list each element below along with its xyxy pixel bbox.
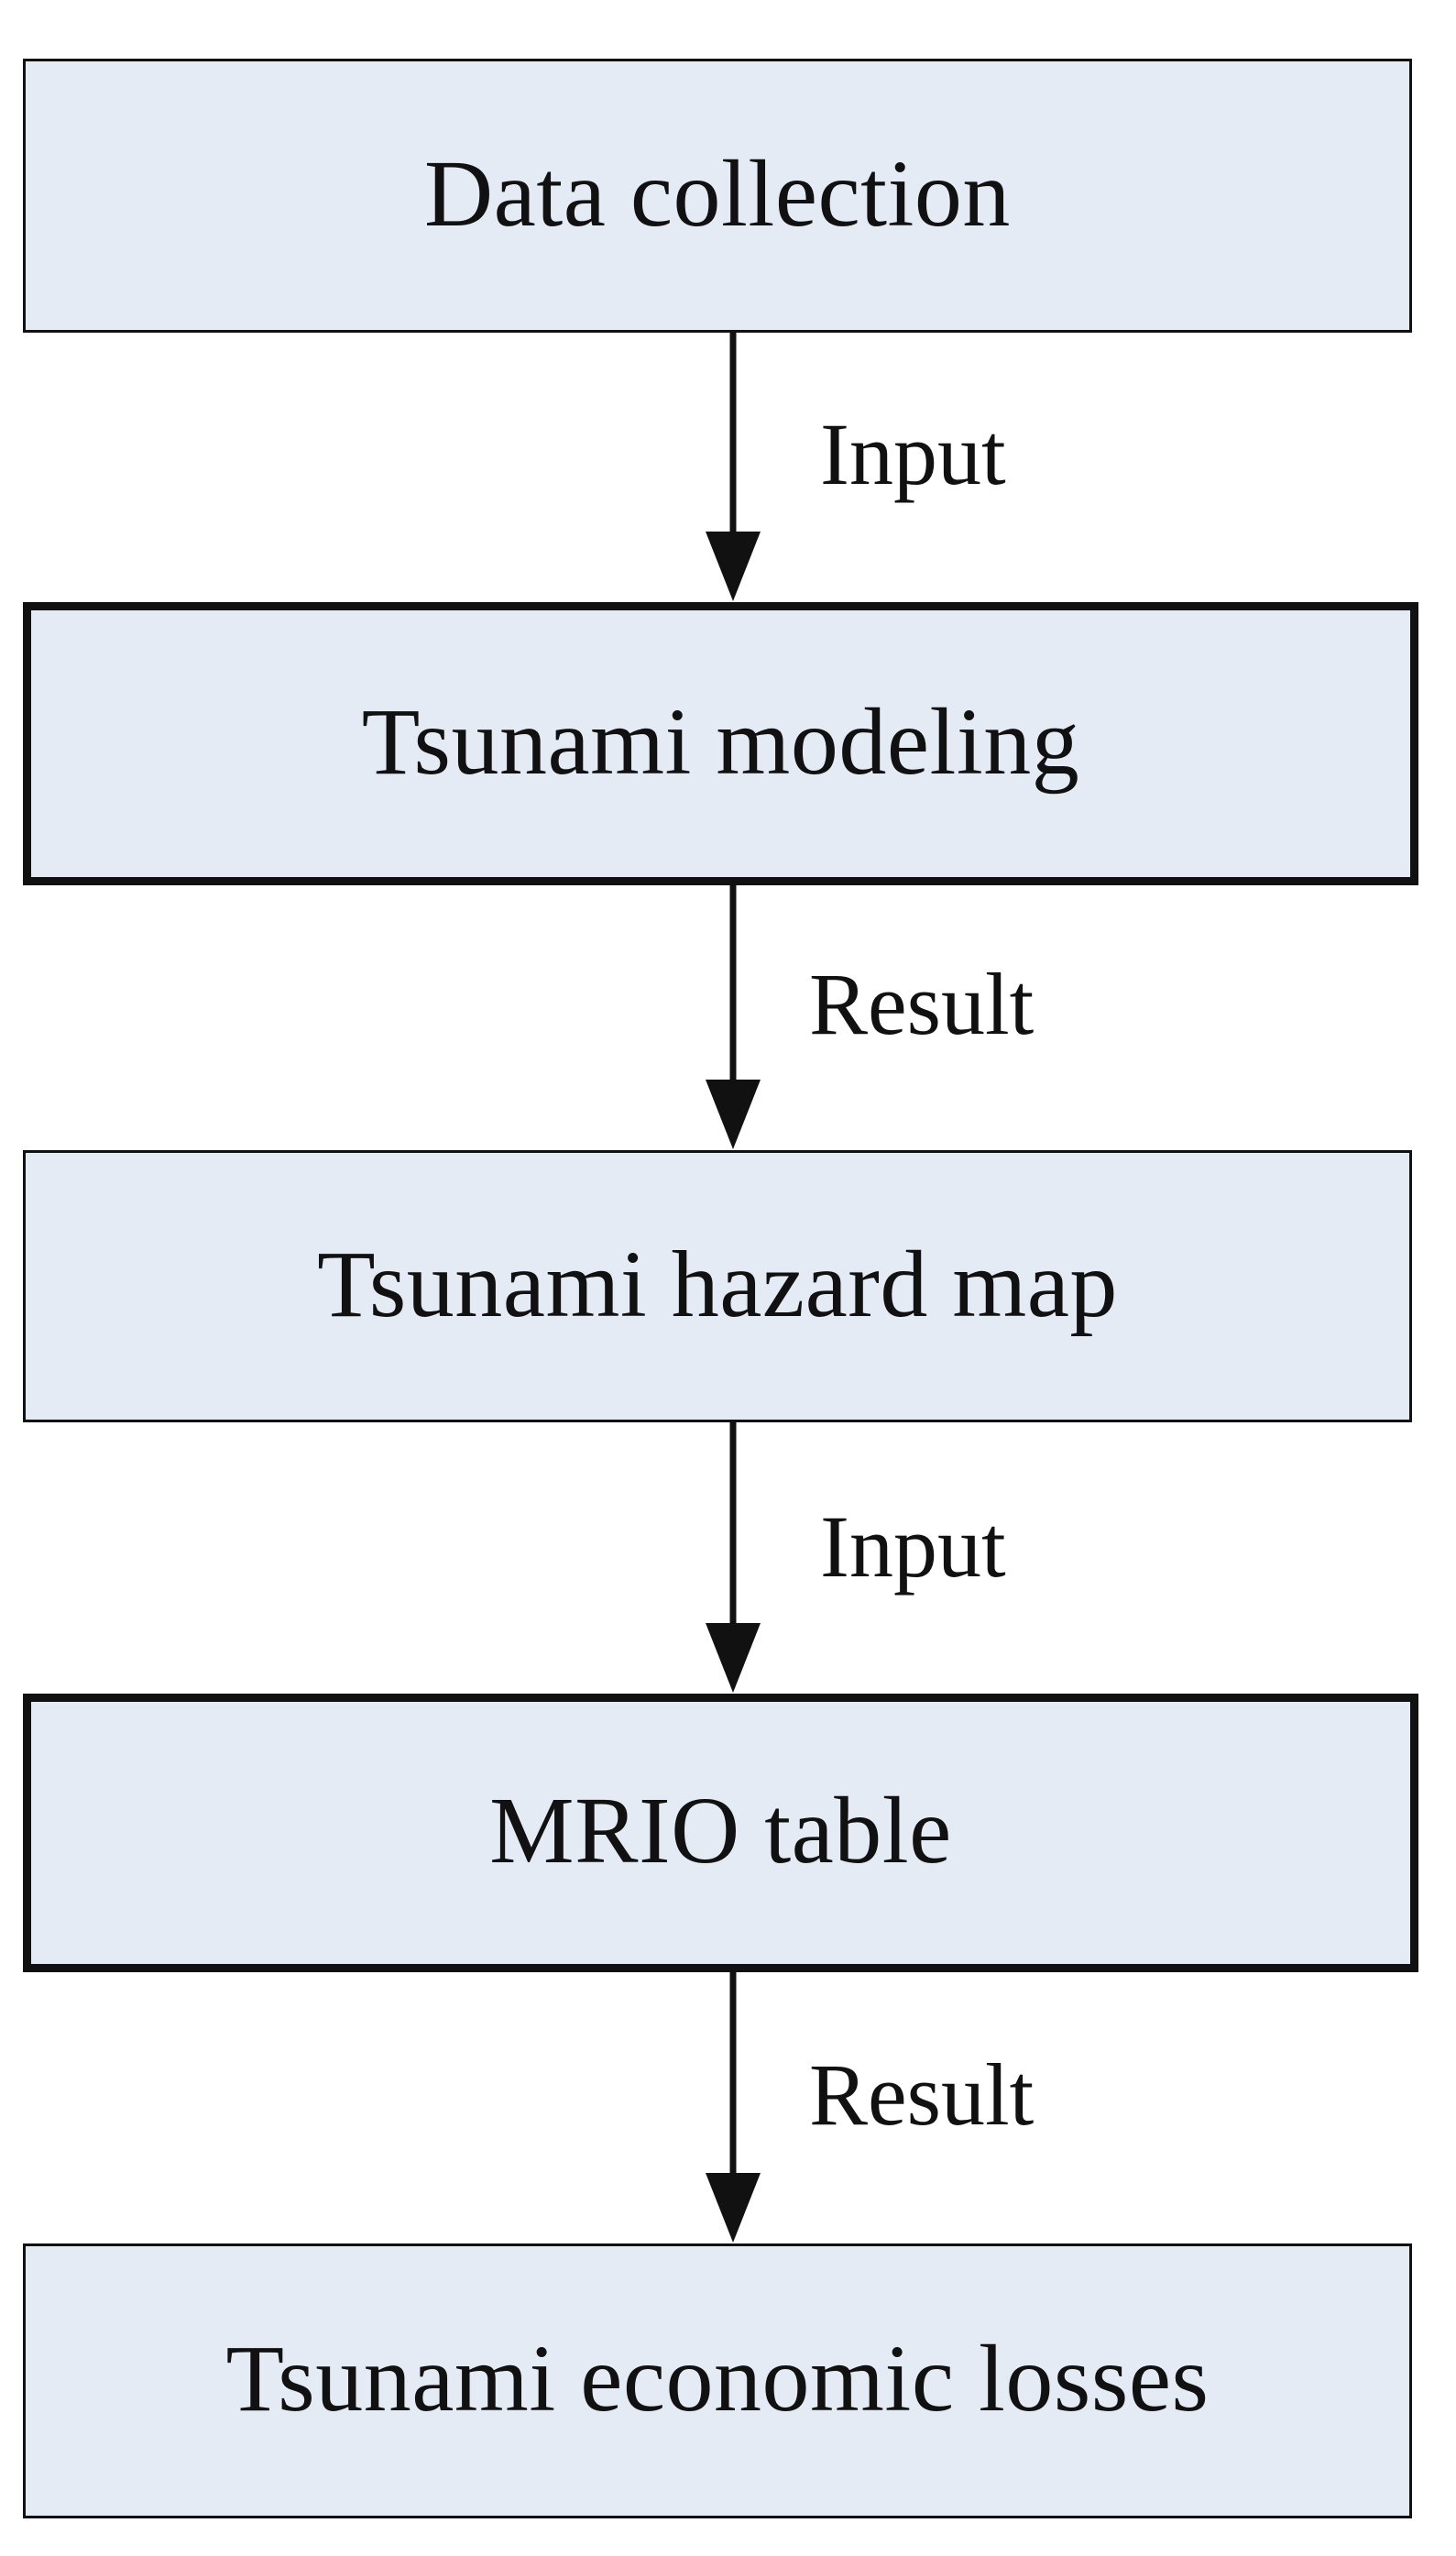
edge-result-2 bbox=[706, 1972, 761, 2243]
node-label-data-collection: Data collection bbox=[424, 140, 1011, 247]
edge-input-2 bbox=[706, 1422, 761, 1693]
node-data-collection[interactable]: Data collection bbox=[23, 59, 1412, 333]
edge-input-1 bbox=[706, 333, 761, 601]
node-label-tsunami-modeling: Tsunami modeling bbox=[361, 688, 1080, 795]
edge-label-result-2: Result bbox=[809, 2046, 1035, 2144]
edge-result-1 bbox=[706, 885, 761, 1149]
node-tsunami-economic-losses[interactable]: Tsunami economic losses bbox=[23, 2243, 1412, 2518]
edge-label-input-2: Input bbox=[820, 1497, 1006, 1596]
node-tsunami-modeling[interactable]: Tsunami modeling bbox=[23, 602, 1418, 885]
node-mrio-table[interactable]: MRIO table bbox=[23, 1694, 1418, 1972]
node-label-tsunami-hazard-map: Tsunami hazard map bbox=[317, 1231, 1118, 1337]
node-label-tsunami-economic-losses: Tsunami economic losses bbox=[225, 2326, 1210, 2432]
edge-label-result-1: Result bbox=[809, 955, 1035, 1053]
edge-label-input-1: Input bbox=[820, 405, 1006, 503]
node-tsunami-hazard-map[interactable]: Tsunami hazard map bbox=[23, 1150, 1412, 1422]
node-label-mrio-table: MRIO table bbox=[489, 1778, 952, 1884]
